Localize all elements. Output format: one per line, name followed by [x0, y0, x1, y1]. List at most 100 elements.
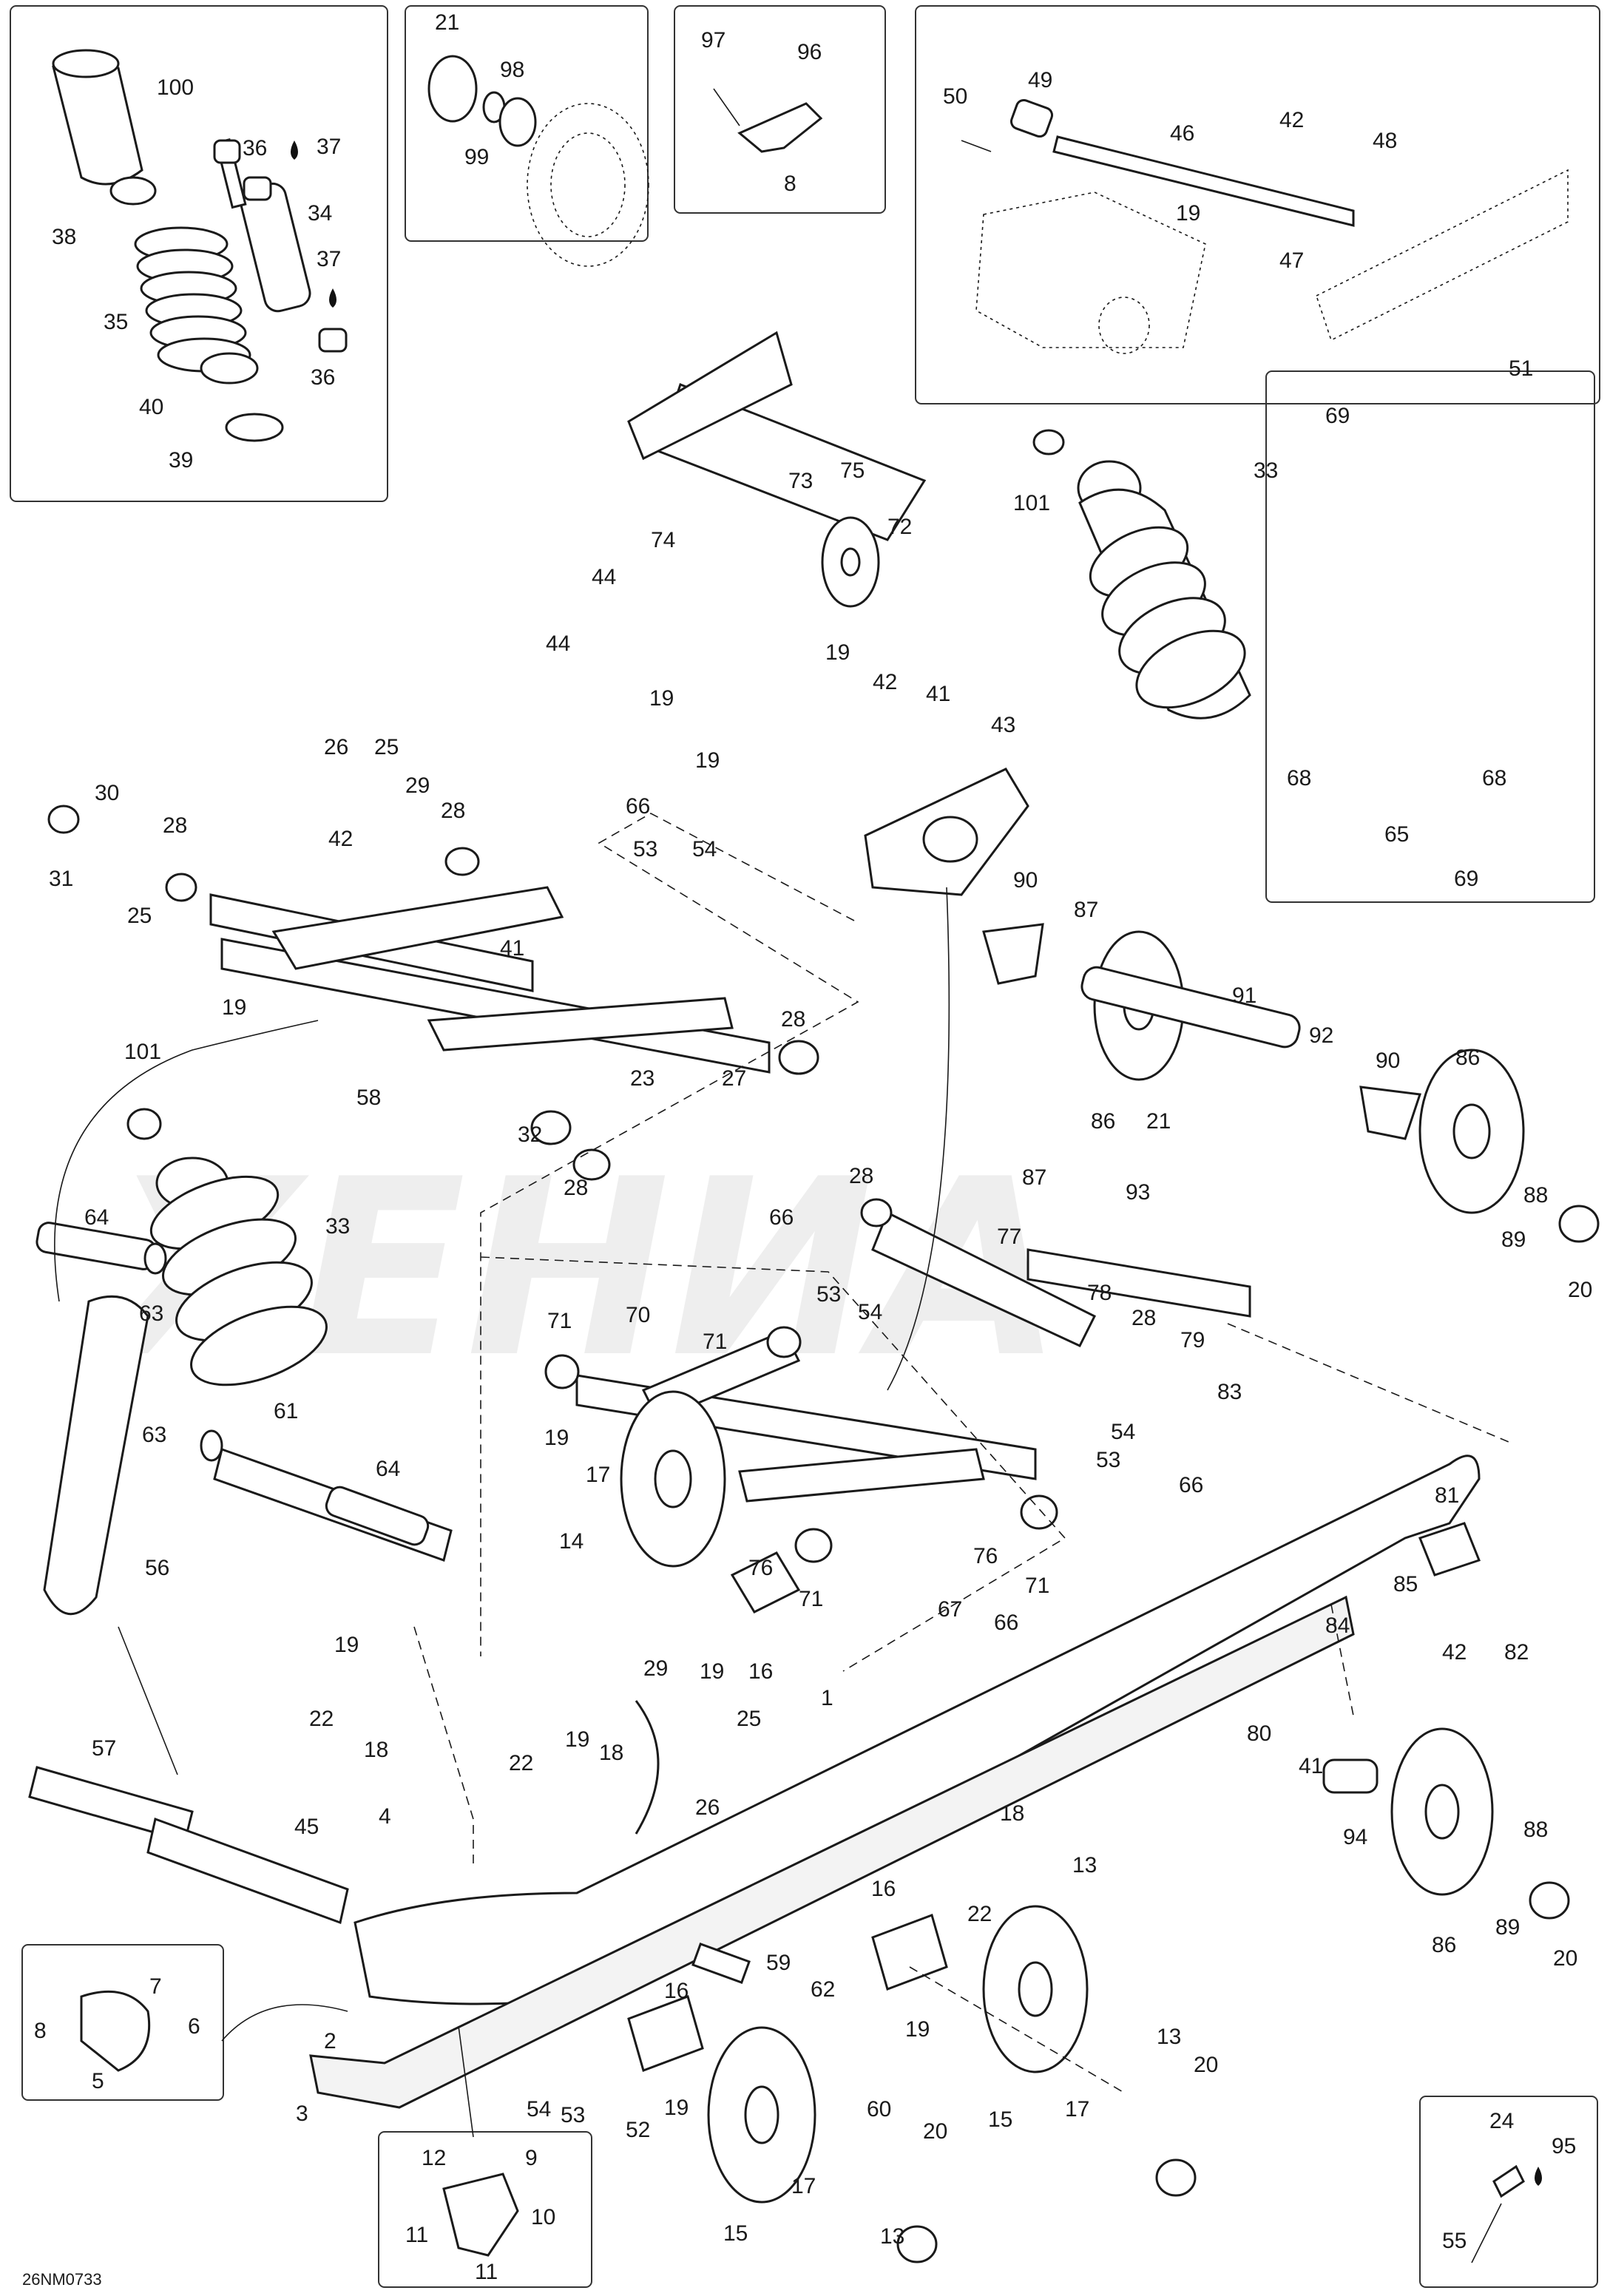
callout-54: 54 [527, 2097, 551, 2121]
bushing-71c [794, 1528, 833, 1563]
shaft-45 [146, 1818, 349, 1924]
bracket-group [713, 88, 823, 153]
callout-89: 89 [1495, 1915, 1520, 1940]
bushing-top [213, 139, 241, 164]
inset-shaft [1265, 370, 1595, 903]
callout-19: 19 [905, 2017, 930, 2042]
callout-41: 41 [500, 936, 524, 961]
callout-28: 28 [441, 799, 465, 823]
block-81 [1418, 1522, 1481, 1577]
callout-70: 70 [626, 1303, 650, 1327]
slide-rail-1 [309, 1455, 1481, 2109]
callout-19: 19 [649, 686, 674, 711]
bushing-27 [778, 1040, 819, 1075]
callout-66: 66 [1179, 1473, 1203, 1497]
callout-100: 100 [157, 75, 194, 100]
washer-63 [143, 1242, 167, 1275]
callout-2: 2 [324, 2029, 336, 2053]
callout-39: 39 [169, 448, 193, 473]
oil-drop-icon [291, 140, 298, 160]
callout-19: 19 [664, 2096, 689, 2120]
plate-59 [691, 1943, 751, 1984]
bushing-32 [530, 1110, 572, 1145]
callout-87: 87 [1022, 1165, 1046, 1190]
callout-58: 58 [356, 1086, 381, 1110]
callout-41: 41 [926, 682, 950, 706]
callout-29: 29 [405, 773, 430, 798]
bushing-71b [766, 1326, 802, 1358]
tube-77 [871, 1210, 1097, 1347]
spacer-94 [1322, 1758, 1379, 1794]
callout-81: 81 [1435, 1483, 1459, 1508]
callout-64: 64 [376, 1457, 400, 1481]
callout-56: 56 [145, 1556, 169, 1580]
callout-25: 25 [737, 1707, 761, 1731]
rod-sleeve [1009, 98, 1054, 138]
callout-8: 8 [784, 172, 796, 196]
callout-labels: 100 36 37 38 34 37 35 40 36 39 21 98 99 … [22, 10, 1592, 2289]
callout-21: 21 [1146, 1109, 1171, 1134]
wheel-15b [707, 2026, 816, 2204]
callout-98: 98 [500, 58, 524, 82]
callout-42: 42 [1442, 1640, 1467, 1665]
callout-36: 36 [311, 365, 335, 390]
callout-19: 19 [695, 748, 720, 773]
idler-wheels [620, 930, 1600, 2263]
callout-53: 53 [1096, 1448, 1120, 1472]
callout-49: 49 [1028, 68, 1052, 92]
callout-15: 15 [988, 2107, 1012, 2132]
callout-88: 88 [1523, 1183, 1548, 1208]
callout-97: 97 [701, 28, 725, 53]
callout-65: 65 [1384, 822, 1409, 847]
callout-42: 42 [873, 670, 897, 694]
callout-91: 91 [1232, 983, 1256, 1008]
callout-75: 75 [840, 458, 865, 483]
callout-26: 26 [324, 735, 348, 759]
callout-25: 25 [127, 904, 152, 928]
callout-76: 76 [748, 1556, 773, 1580]
callout-46: 46 [1170, 121, 1194, 146]
callout-92: 92 [1309, 1023, 1333, 1048]
callout-6: 6 [188, 2014, 200, 2039]
callout-82: 82 [1504, 1640, 1529, 1665]
callout-14: 14 [559, 1529, 584, 1554]
callout-54: 54 [692, 837, 717, 861]
callout-52: 52 [626, 2118, 650, 2142]
callout-30: 30 [95, 781, 119, 805]
callout-88: 88 [1523, 1818, 1548, 1842]
callout-101: 101 [1013, 491, 1050, 515]
callout-4: 4 [379, 1804, 391, 1829]
bushing-28e [860, 1198, 893, 1227]
callout-32: 32 [518, 1122, 542, 1147]
callout-19: 19 [334, 1633, 359, 1657]
callout-53: 53 [561, 2103, 585, 2127]
callout-20: 20 [1568, 1278, 1592, 1302]
callout-86: 86 [1432, 1933, 1456, 1957]
callout-59: 59 [766, 1951, 791, 1975]
block-90a [982, 923, 1044, 985]
callout-66: 66 [626, 794, 650, 819]
callout-42: 42 [328, 827, 353, 851]
wheel-14 [620, 1390, 726, 1568]
callout-71: 71 [703, 1330, 727, 1354]
callout-22: 22 [967, 1902, 992, 1926]
grease-fitting-24 [1492, 2164, 1525, 2198]
callout-25: 25 [374, 735, 399, 759]
callout-36: 36 [243, 136, 267, 160]
callout-40: 40 [139, 395, 163, 419]
shaft-87-93 [1026, 1248, 1251, 1318]
spacer-64b [325, 1486, 430, 1546]
callout-28: 28 [564, 1176, 588, 1200]
callout-24: 24 [1489, 2109, 1514, 2133]
callout-33: 33 [325, 1214, 350, 1239]
cap-20a [1558, 1205, 1600, 1243]
callout-71: 71 [547, 1309, 572, 1333]
bearing [498, 97, 537, 147]
callout-63: 63 [142, 1423, 166, 1447]
callout-96: 96 [797, 40, 822, 64]
callout-54: 54 [858, 1300, 882, 1324]
inset-stopper [21, 1944, 224, 2101]
callout-101: 101 [124, 1040, 161, 1064]
callout-86: 86 [1455, 1046, 1480, 1070]
callout-38: 38 [52, 225, 76, 249]
